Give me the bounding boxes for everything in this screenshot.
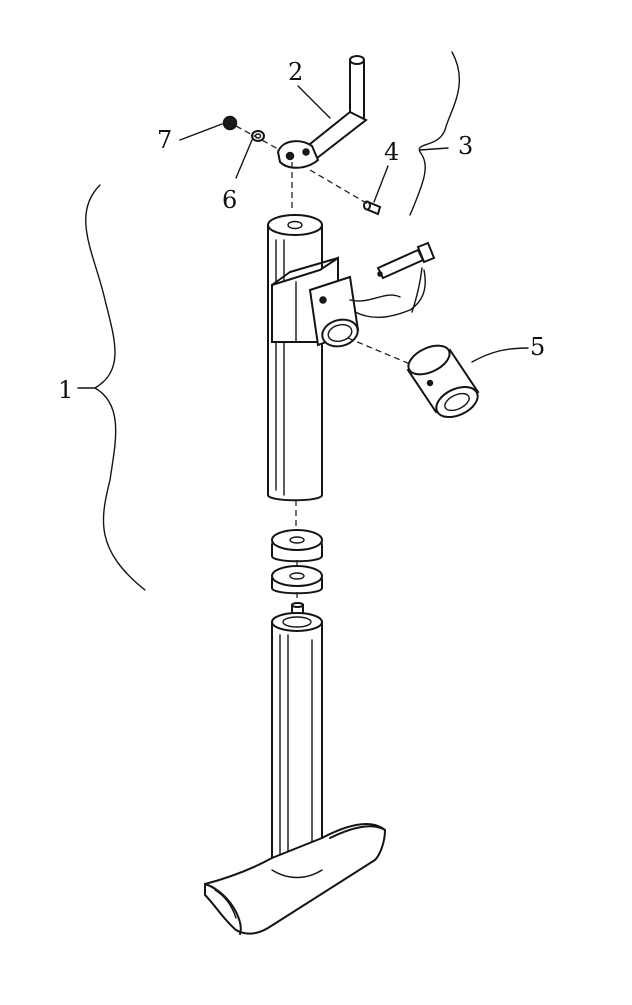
callout-5: 5 [530,333,546,361]
side-tube [308,275,401,348]
washer-upper [271,529,323,563]
callout-6: 6 [222,186,238,214]
assembly-line-pin [309,169,369,205]
pin-4 [363,200,382,216]
leader-7 [179,123,223,141]
lanyard-chain [354,267,426,319]
callout-2: 2 [288,58,304,86]
leader-2 [297,85,331,119]
callout-4: 4 [384,138,400,166]
pin-sleeve-5 [406,344,480,419]
bolt [376,241,436,280]
leader-4 [373,165,389,203]
leader-3 [419,147,449,151]
callout-7: 7 [157,126,173,154]
washer-lower [271,565,323,595]
leader-5 [471,347,529,363]
callout-3: 3 [458,132,474,160]
assembly-line-sleeve [347,337,411,365]
brace-group-3 [409,51,461,216]
crank-handle [276,55,368,169]
assembly-line-upper [235,125,281,151]
nut-7 [222,115,238,131]
leader-6 [235,139,253,179]
callout-1: 1 [58,376,74,404]
foot-plate [204,823,387,935]
upper-tube [267,214,323,502]
